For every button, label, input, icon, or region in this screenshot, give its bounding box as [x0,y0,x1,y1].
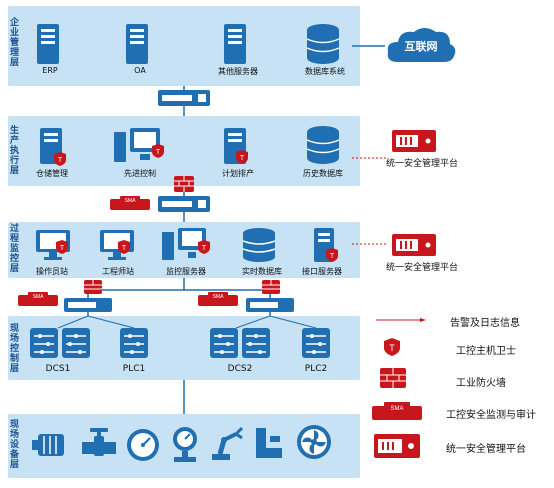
controller-icon [30,328,90,358]
switch-icon [246,298,294,312]
dcs2-label: DCS2 [227,364,253,374]
sma-monitor-icon: SMA [198,292,238,306]
database-icon [306,24,340,64]
enterprise-layer-band [8,6,360,86]
legend-monitor-label: 工控安全监测与审计 [446,410,536,421]
fan-icon [297,425,331,459]
mgmt-platform-icon [392,130,436,152]
scheduling-label: 计划排产 [222,169,254,178]
svg-text:T: T [330,253,335,260]
operator-station-label: 操作员站 [36,267,68,276]
warehouse-label: 仓储管理 [36,169,68,178]
sma-label: SMA [390,406,403,412]
firewall-icon [262,280,280,294]
switch-icon [64,298,112,312]
controller-icon [210,328,270,358]
robot-arm-icon [212,426,244,460]
firewall-icon [84,280,102,294]
plc2-label: PLC2 [304,364,328,374]
database-system-label: 数据库系统 [305,67,345,76]
gauge-icon [127,429,159,461]
sma-label: SMA [125,198,137,204]
mgmt-platform-icon [374,434,420,458]
erp-label: ERP [42,66,58,75]
legend-alarm-label: 告警及日志信息 [450,318,520,329]
process-layer-label: 过程监控层 [10,224,20,274]
sma-label: SMA [33,294,45,300]
svg-text:T: T [389,343,395,353]
mgmt-platform-icon [392,234,436,256]
svg-text:T: T [60,245,65,252]
press-machine-icon [256,428,282,458]
dcs1-label: DCS1 [45,364,71,374]
legend-firewall-label: 工业防火墙 [456,378,506,389]
svg-text:T: T [156,149,161,156]
monitor-server-label: 监控服务器 [166,267,206,276]
legend-platform-label: 统一安全管理平台 [446,444,526,455]
svg-text:T: T [122,245,127,252]
switch-icon [158,90,210,106]
host-guard-icon: T [56,240,68,254]
advanced-control-label: 先进控制 [124,169,156,178]
motor-icon [32,434,64,456]
server-icon [37,24,59,64]
controller-icon [302,328,330,358]
computer-icon [114,128,160,162]
interface-server-label: 接口服务器 [302,267,342,276]
host-guard-icon: T [326,248,338,262]
host-guard-icon: T [152,144,164,158]
switch-icon [158,196,210,212]
database-icon [242,228,276,262]
controller-icon [120,328,148,358]
field-device-layer-label: 现场设备层 [10,420,20,470]
sma-label: SMA [213,294,225,300]
firewall-icon [380,368,406,388]
production-layer-band [8,116,360,186]
server-icon [224,24,246,64]
host-guard-icon: T [54,152,66,166]
realtime-db-label: 实时数据库 [242,267,282,276]
legend-host-guard-label: 工控主机卫士 [456,346,516,357]
internet-label: 互联网 [404,40,438,53]
field-control-layer-label: 现场控制层 [10,324,20,374]
sma-monitor-icon: SMA [372,402,422,420]
production-layer-label: 生产执行层 [10,126,20,176]
svg-text:T: T [58,157,63,164]
server-icon [126,24,148,64]
sma-monitor-icon: SMA [110,196,150,210]
mgmt-platform-label: 统一安全管理平台 [386,263,459,273]
svg-text:T: T [202,245,207,252]
host-guard-icon: T [384,338,400,356]
host-guard-icon: T [198,240,210,254]
enterprise-layer-label: 企业管理层 [10,18,20,68]
history-db-label: 历史数据库 [303,169,343,178]
cloud-icon [387,28,456,62]
alarm-legend-line [376,318,426,322]
other-server-label: 其他服务器 [218,67,258,76]
pressure-gauge-icon [173,427,197,462]
valve-icon [82,428,116,456]
engineer-station-label: 工程师站 [102,267,134,276]
computer-icon [162,228,206,260]
svg-text:T: T [240,155,245,162]
oa-label: OA [134,66,146,75]
mgmt-platform-label: 统一安全管理平台 [386,159,459,169]
sma-monitor-icon: SMA [18,292,58,306]
plc1-label: PLC1 [122,364,146,374]
host-guard-icon: T [118,240,130,254]
database-icon [306,126,340,164]
firewall-icon [174,176,194,192]
host-guard-icon: T [236,150,248,164]
